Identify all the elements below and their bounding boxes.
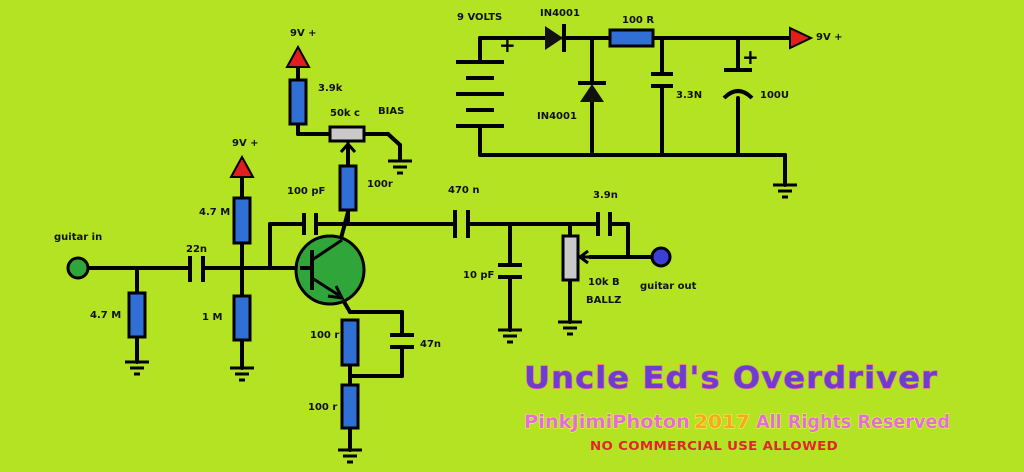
credit-name: PinkJimiPhoton — [524, 411, 690, 433]
resistors — [127, 28, 655, 430]
c-470n-label: 470 n — [448, 185, 479, 196]
cap-470n — [453, 210, 470, 238]
pot-50k-bias — [328, 125, 366, 143]
pot-10k-volume — [561, 234, 580, 282]
pot-10k-label: 10k B — [588, 277, 620, 288]
r-4m7-bias-label: 4.7 M — [199, 207, 230, 218]
ground-icon — [498, 328, 522, 344]
c-100u-label: 100U — [760, 90, 789, 101]
cap-100u — [722, 68, 754, 100]
resistor-100r-emitter-2 — [340, 383, 360, 430]
ballz-label: BALLZ — [586, 295, 621, 306]
vplus-label: 9V + — [232, 138, 259, 149]
pot-50k-label: 50k c — [330, 108, 360, 119]
component-labels: guitar in guitar out 9V + 9V + 9V + 3.9k… — [54, 8, 843, 413]
output-jack-icon — [650, 246, 672, 268]
diode-shunt-icon — [580, 84, 604, 102]
cap-10pf — [498, 263, 522, 279]
vplus-arrow-icon — [229, 154, 255, 178]
c-10pf-label: 10 pF — [463, 270, 494, 281]
emitter-arrow-icon — [327, 285, 345, 300]
battery-icon — [456, 60, 504, 128]
diode-2-label: IN4001 — [537, 111, 577, 122]
potentiometers — [328, 125, 590, 282]
credit-year: 2017 — [694, 411, 750, 433]
vplus-arrow-icon — [285, 44, 311, 68]
vplus-label: 9V + — [290, 28, 317, 39]
ground-icon — [388, 159, 412, 175]
ground-icon — [558, 320, 582, 336]
credit-rights: All Rights Reserved — [756, 411, 950, 433]
r-100-collector-label: 100r — [367, 179, 393, 190]
r-100-emitter-2-label: 100 r — [308, 402, 337, 413]
cap-47n — [390, 333, 414, 349]
bias-label: BIAS — [378, 106, 404, 117]
resistor-100r-collector — [338, 164, 358, 212]
diode-1-label: IN4001 — [540, 8, 580, 19]
resistor-100r-emitter-1 — [340, 318, 360, 367]
cap-22n — [188, 256, 205, 282]
transistor-npn — [294, 234, 366, 306]
nine-volts-label: 9 VOLTS — [457, 12, 502, 23]
grounds — [125, 159, 797, 464]
main-title: Uncle Ed's Overdriver — [524, 361, 938, 396]
diode-series-icon — [545, 26, 563, 50]
r-100-emitter-1-label: 100 r — [310, 330, 339, 341]
cap-plus-label: + — [742, 45, 759, 69]
ground-icon — [773, 183, 797, 199]
cap-3n9 — [596, 212, 612, 236]
c-3n3-label: 3.3N — [676, 90, 702, 101]
c-3n9-label: 3.9n — [593, 190, 618, 201]
vplus-arrow-icon — [789, 26, 814, 50]
resistor-4m7-input — [127, 291, 147, 339]
resistor-3k9 — [288, 78, 308, 126]
r-1m-label: 1 M — [202, 312, 222, 323]
resistor-4m7-bias — [232, 196, 252, 245]
r-100-supply-label: 100 R — [622, 15, 654, 26]
cap-3n3 — [651, 72, 673, 88]
ground-icon — [338, 448, 362, 464]
guitar-in-label: guitar in — [54, 232, 102, 243]
c-100pf-label: 100 pF — [287, 186, 325, 197]
capacitors — [188, 68, 754, 349]
ground-icon — [230, 366, 254, 382]
supply-arrows — [229, 26, 814, 178]
r-3k9-label: 3.9k — [318, 83, 343, 94]
vplus-label: 9V + — [816, 32, 843, 43]
r-4m7-input-label: 4.7 M — [90, 310, 121, 321]
ground-icon — [125, 360, 149, 376]
input-jack-icon — [66, 256, 90, 280]
battery-plus-label: + — [499, 33, 516, 57]
wires — [85, 36, 792, 452]
cap-100pf — [302, 213, 318, 235]
title-block: Uncle Ed's Overdriver PinkJimiPhoton 201… — [523, 360, 950, 453]
guitar-out-label: guitar out — [640, 281, 697, 292]
license-notice: NO COMMERCIAL USE ALLOWED — [590, 439, 838, 453]
pot-50k-arrow-icon — [339, 141, 357, 153]
c-47n-label: 47n — [420, 339, 441, 350]
resistor-1m — [232, 294, 252, 342]
c-22n-label: 22n — [186, 244, 207, 255]
pot-10k-arrow-icon — [577, 249, 589, 265]
diodes — [545, 24, 606, 102]
resistor-100r-supply — [608, 28, 655, 48]
